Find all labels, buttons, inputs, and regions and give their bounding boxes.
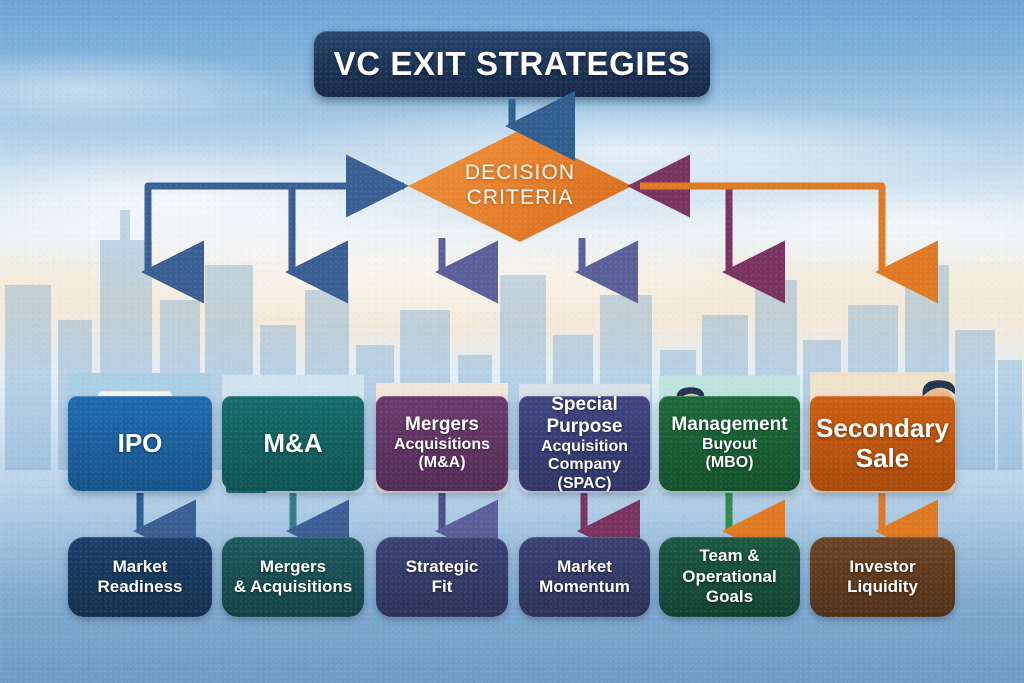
decision-criteria-diamond: DECISION CRITERIA (408, 130, 632, 242)
diamond-label-line2: CRITERIA (466, 186, 574, 209)
label-line: Acquisitions (393, 436, 490, 454)
criteria-line: Team & (699, 546, 760, 566)
label-line: Special Purpose (546, 394, 623, 437)
criteria-line: Liquidity (847, 577, 918, 596)
label-line: Acquisition (540, 437, 629, 455)
criteria-line: & Acquisitions (233, 577, 353, 596)
diamond-label-line1: DECISION (464, 161, 576, 185)
label-line: Sale (855, 442, 910, 473)
criteria-line: Readiness (97, 577, 183, 596)
strategy-card-ipo[interactable]: IPO IPO (68, 278, 212, 493)
criteria-box-mergers-acq[interactable]: Mergers& Acquisitions (222, 537, 364, 617)
label-line: M&A (263, 427, 323, 458)
criteria-line: Market (557, 556, 612, 576)
strategy-card-label-ma: M&A (222, 396, 364, 491)
strategy-card-spac[interactable]: SPAC Special PurposeAcquisitionCompany(S… (519, 278, 650, 493)
diamond-label: DECISION CRITERIA (408, 130, 632, 242)
label-line: (SPAC) (557, 474, 612, 492)
strategy-card-text: M&A (263, 427, 323, 459)
strategy-card-text: IPO (117, 427, 163, 459)
criteria-box-text: Mergers& Acquisitions (234, 557, 352, 598)
criteria-line: Goals (705, 587, 754, 607)
label-line: (MBO) (705, 454, 754, 472)
label-line: Company (548, 456, 621, 474)
criteria-line: Investor (849, 556, 916, 576)
criteria-line: Mergers (259, 556, 327, 576)
criteria-line: Operational (682, 566, 777, 586)
label-line: Management (671, 414, 788, 436)
label-line: (M&A) (418, 454, 466, 472)
strategy-card-label-ipo: IPO (68, 396, 212, 491)
criteria-line: Strategic (405, 556, 479, 576)
strategy-card-ma[interactable]: M&A (222, 278, 364, 493)
label-line: IPO (117, 427, 163, 458)
title-banner: VC EXIT STRATEGIES (314, 31, 710, 97)
page-title: VC EXIT STRATEGIES (333, 45, 691, 82)
label-line: Mergers (405, 414, 479, 436)
label-line: Buyout (701, 436, 758, 454)
criteria-line: Market (112, 556, 168, 576)
criteria-line: Fit (431, 577, 453, 596)
criteria-line: Momentum (539, 577, 630, 596)
label-line: Secondary (816, 412, 949, 443)
